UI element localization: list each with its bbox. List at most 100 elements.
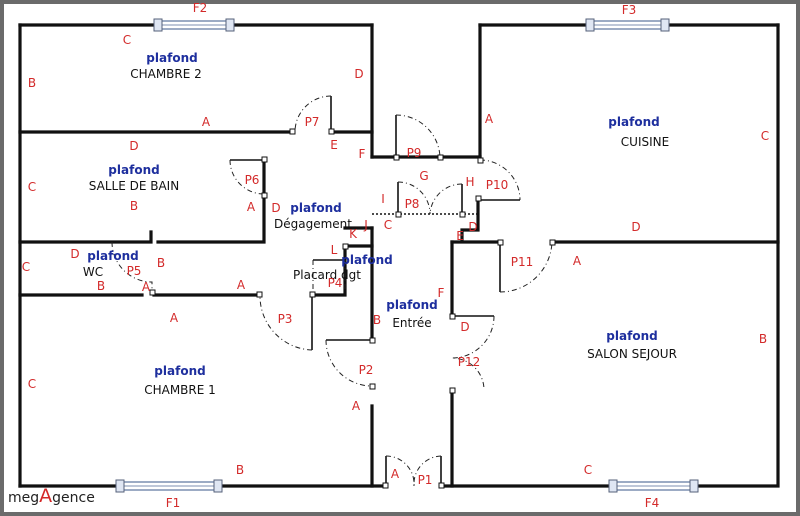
door-p12 (449, 313, 495, 394)
room-name-wc: WC (83, 265, 103, 279)
ceiling-label-cuisine: plafond (608, 115, 659, 129)
door-p9 (393, 114, 444, 161)
room-name-degagement: Dégagement (274, 217, 352, 231)
room-name-chambre-2: CHAMBRE 2 (130, 67, 202, 81)
window-f3 (585, 18, 670, 32)
wall-letter: B (130, 199, 138, 213)
door-label-p8: P8 (405, 197, 420, 211)
wall-letter: L (331, 243, 338, 257)
wall-letter: C (28, 180, 36, 194)
wall-letter: B (157, 256, 165, 270)
ceiling-label-chambre-2: plafond (146, 51, 197, 65)
wall-letter: A (247, 200, 256, 214)
door-p2 (325, 337, 376, 390)
wall-letter: E (456, 229, 464, 243)
wall-letter: B (759, 332, 767, 346)
wall-letter: I (381, 192, 385, 206)
wall-letter: D (70, 247, 79, 261)
window-label-f3: F3 (622, 3, 637, 17)
ceiling-label-chambre-1: plafond (154, 364, 205, 378)
window-label-f1: F1 (166, 496, 181, 510)
wall-letter: F (438, 286, 445, 300)
door-p8 (372, 181, 478, 218)
window-label-f4: F4 (645, 496, 660, 510)
door-label-p11: P11 (511, 255, 534, 269)
door-label-p4: P4 (328, 276, 343, 290)
wall-letter: G (419, 169, 428, 183)
ceiling-labels: plafond plafond plafond plafond plafond … (87, 51, 659, 378)
wall-letter: C (761, 129, 769, 143)
wall-letter: D (354, 67, 363, 81)
door-label-p10: P10 (486, 178, 509, 192)
window-f4 (608, 479, 699, 493)
door-p6 (229, 156, 268, 199)
wall-letter: A (391, 467, 400, 481)
door-label-p6: P6 (245, 173, 260, 187)
room-name-salle-de-bain: SALLE DE BAIN (89, 179, 179, 193)
door-label-p9: P9 (407, 146, 422, 160)
ceiling-label-placard: plafond (341, 253, 392, 267)
door-p7 (289, 95, 335, 135)
wall-letter: C (384, 218, 392, 232)
door-p11 (497, 239, 556, 293)
door-p3 (256, 291, 316, 351)
door-label-p12: P12 (458, 355, 481, 369)
wall-letter: B (97, 279, 105, 293)
wall-letter: B (373, 313, 381, 327)
wall-letter: J (363, 218, 368, 232)
wall-letter: H (465, 175, 474, 189)
wall-letter: D (271, 201, 280, 215)
wall-letter: E (330, 138, 338, 152)
ceiling-label-salon: plafond (606, 329, 657, 343)
wall-letter: F (359, 147, 366, 161)
ceiling-label-salle-de-bain: plafond (108, 163, 159, 177)
ceiling-label-entree: plafond (386, 298, 437, 312)
logo-text-start: meg (8, 490, 39, 506)
door-p1 (382, 455, 445, 489)
door-labels: P7 P9 P6 P8 P10 P5 P4 P11 P3 P2 P12 P1 (127, 115, 534, 487)
wall-letter: K (349, 227, 358, 241)
window-f1 (115, 479, 223, 493)
room-name-salon: SALON SEJOUR (587, 347, 677, 361)
svg-text:megAgence: megAgence (8, 485, 95, 507)
wall-letter: D (460, 320, 469, 334)
door-label-p1: P1 (418, 473, 433, 487)
logo-text-end: gence (52, 490, 95, 506)
door-label-p5: P5 (127, 264, 142, 278)
room-name-placard: Placard dgt (293, 268, 361, 282)
wall-letter: D (631, 220, 640, 234)
logo-accent: A (39, 485, 52, 507)
wall-letter: A (202, 115, 211, 129)
wall-letter: A (142, 280, 151, 294)
wall-letter: B (236, 463, 244, 477)
wall-letter: A (573, 254, 582, 268)
wall-letter: B (28, 76, 36, 90)
room-name-cuisine: CUISINE (621, 135, 669, 149)
room-names: CHAMBRE 2 SALLE DE BAIN WC Dégagement Pl… (83, 67, 677, 397)
door-label-p3: P3 (278, 312, 293, 326)
walls (18, 23, 780, 488)
window-labels: F2 F3 F1 F4 (166, 1, 660, 510)
wall-letter: C (22, 260, 30, 274)
wall-letter: C (123, 33, 131, 47)
door-p5 (111, 241, 156, 296)
door-label-p7: P7 (305, 115, 320, 129)
ceiling-label-wc: plafond (87, 249, 138, 263)
window-label-f2: F2 (193, 1, 208, 15)
wall-letter: D (468, 220, 477, 234)
room-name-chambre-1: CHAMBRE 1 (144, 383, 216, 397)
wall-letters: C B D A D C A E F G H A C B A D I D E K … (22, 33, 769, 481)
door-p10 (475, 157, 521, 202)
door-p4 (312, 243, 349, 292)
wall-letter: A (352, 399, 361, 413)
door-label-p2: P2 (359, 363, 374, 377)
wall-letter: C (28, 377, 36, 391)
wall-letter: D (129, 139, 138, 153)
wall-letter: A (170, 311, 179, 325)
ceiling-label-degagement: plafond (290, 201, 341, 215)
wall-letter: A (485, 112, 494, 126)
megagence-logo: megAgence (8, 485, 95, 507)
wall-letter: A (237, 278, 246, 292)
